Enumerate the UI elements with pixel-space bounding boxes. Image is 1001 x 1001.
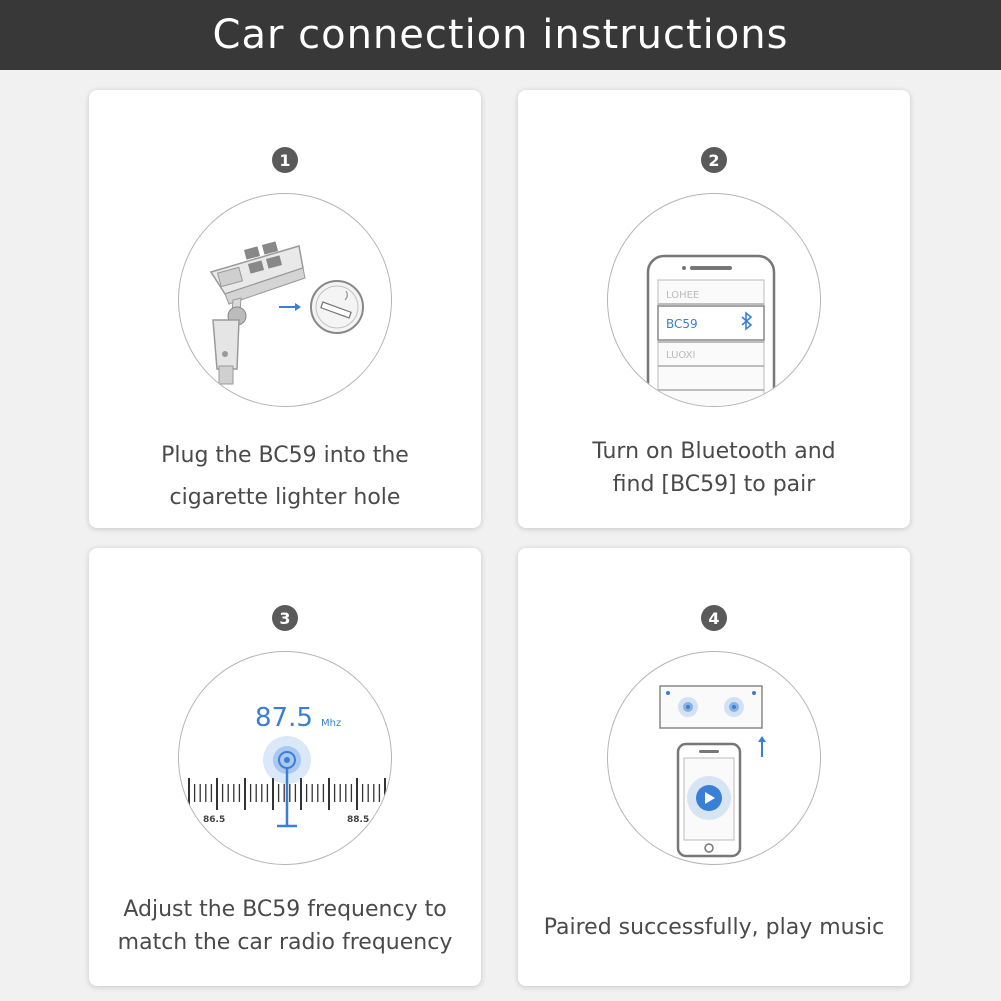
- frequency-tuning-illustration: 87.5 Mhz 86.5 88.5: [178, 651, 392, 865]
- page-header: Car connection instructions: [0, 0, 1001, 70]
- device-list-item: LOHEE: [666, 290, 699, 301]
- frequency-unit: Mhz: [321, 718, 341, 729]
- frequency-value: 87.5: [255, 703, 313, 733]
- device-list-item-selected: BC59: [666, 317, 698, 331]
- page-title: Car connection instructions: [212, 12, 789, 58]
- play-music-illustration: [607, 651, 821, 865]
- arrow-right-icon: [279, 303, 301, 311]
- cigarette-lighter-socket-icon: [310, 280, 364, 334]
- step-caption: Adjust the BC59 frequency to match the c…: [117, 897, 453, 955]
- car-charger-icon: [209, 241, 306, 385]
- bluetooth-icon: [741, 311, 753, 331]
- step-number-badge: 1: [272, 147, 298, 173]
- bluetooth-pairing-illustration: LOHEE BC59 LUOXI: [607, 193, 821, 407]
- step-caption: Paired successfully, play music: [543, 915, 885, 940]
- car-charger-illustration: [178, 193, 392, 407]
- device-list-item: LUOXI: [666, 350, 695, 361]
- step-card-4: 4: [518, 548, 910, 986]
- car-speaker-icon: [659, 685, 763, 729]
- step-card-1: 1: [89, 90, 481, 528]
- step-card-3: 3 87.5 Mhz 86.5 88.5 Adjust the BC59 fre…: [89, 548, 481, 986]
- step-number-badge: 4: [701, 605, 727, 631]
- scale-max-label: 88.5: [347, 815, 369, 825]
- step-card-2: 2 LOHEE BC59 LUOXI Turn on Bluetooth and: [518, 90, 910, 528]
- scale-min-label: 86.5: [203, 815, 225, 825]
- step-number-badge: 2: [701, 147, 727, 173]
- step-caption: Turn on Bluetooth and find [BC59] to pai…: [592, 439, 836, 497]
- smartphone-icon: [676, 742, 742, 858]
- frequency-scale: [188, 778, 386, 810]
- arrow-up-icon: [758, 736, 766, 757]
- step-number-badge: 3: [272, 605, 298, 631]
- step-caption: Plug the BC59 into the cigarette lighter…: [161, 443, 409, 510]
- smartphone-icon: [646, 254, 776, 406]
